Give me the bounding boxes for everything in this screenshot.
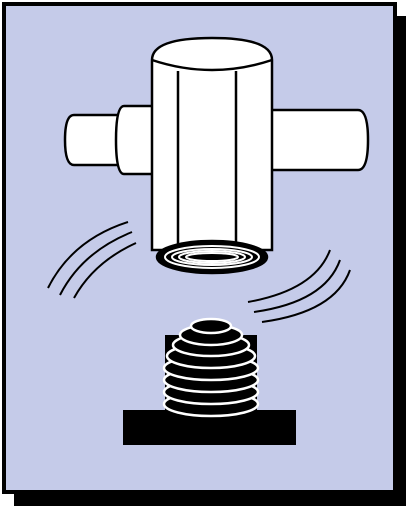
internal-threads xyxy=(164,245,260,269)
body-top-rim xyxy=(151,58,273,72)
stud-threads xyxy=(162,317,260,418)
threaded-stud xyxy=(123,317,296,445)
tee-fitting xyxy=(63,36,370,275)
left-arm xyxy=(63,113,124,167)
motion-lines-right xyxy=(247,249,351,323)
right-arm xyxy=(268,108,370,172)
left-arm-collar xyxy=(114,104,157,176)
motion-lines-left xyxy=(47,221,137,299)
main-body xyxy=(150,36,274,252)
